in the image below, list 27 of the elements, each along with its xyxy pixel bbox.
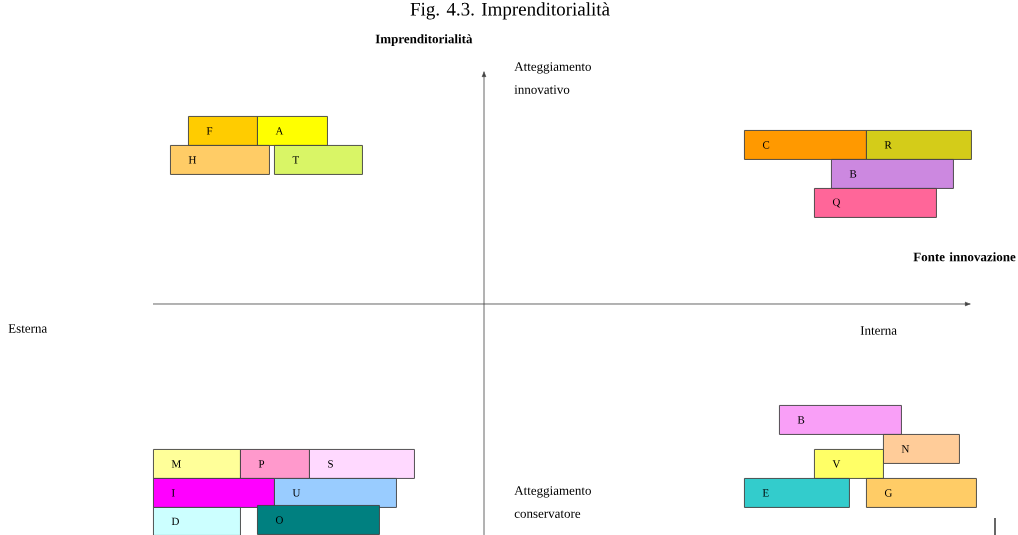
colored-box: B xyxy=(831,159,954,189)
axis-label: Fonte innovazione xyxy=(913,252,1016,262)
colored-box: I xyxy=(153,478,275,508)
colored-box: H xyxy=(170,145,270,175)
colored-box: T xyxy=(274,145,363,175)
colored-box: E xyxy=(744,478,850,508)
colored-box: R xyxy=(866,130,972,160)
title: Fig. 4.3. Imprenditorialità xyxy=(410,2,610,20)
colored-box: A xyxy=(257,116,328,146)
colored-box: N xyxy=(883,434,960,464)
colored-box: C xyxy=(744,130,867,160)
colored-box: S xyxy=(309,449,415,479)
colored-box: B xyxy=(779,405,902,435)
colored-box: M xyxy=(153,449,241,479)
colored-box: U xyxy=(274,478,397,508)
colored-box: G xyxy=(866,478,977,508)
axis-label: Interna xyxy=(860,326,897,335)
colored-box: F xyxy=(188,116,258,146)
axis-label: Esterna xyxy=(8,324,47,333)
axis-label: Imprenditorialità xyxy=(375,34,473,46)
colored-box: V xyxy=(814,449,884,479)
axis-label: Atteggiamento innovativo xyxy=(514,62,591,94)
colored-box: O xyxy=(257,505,380,535)
colored-box: Q xyxy=(814,188,937,218)
axis-label: Atteggiamento conservatore xyxy=(514,486,591,518)
colored-box: D xyxy=(153,507,241,535)
colored-box: P xyxy=(240,449,310,479)
